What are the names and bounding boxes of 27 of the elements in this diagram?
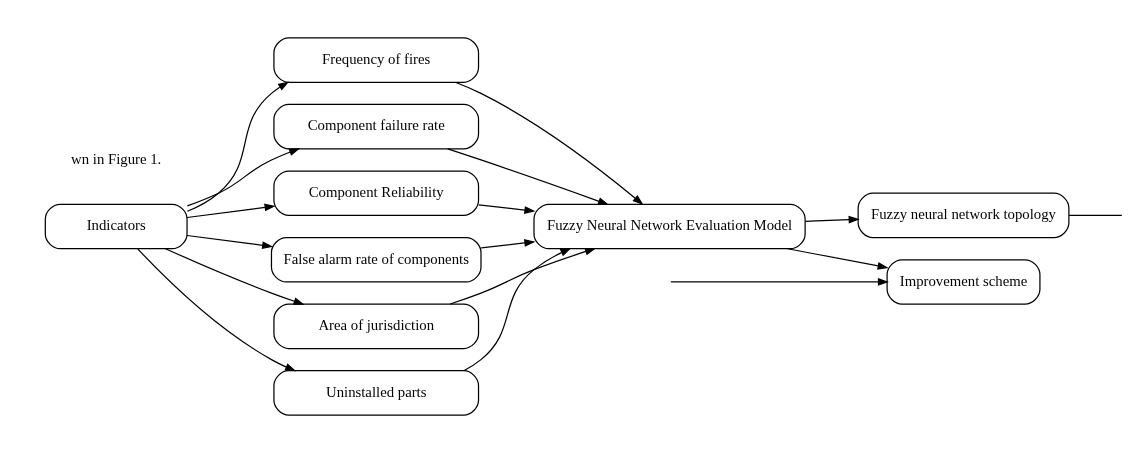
arrow: [670, 278, 889, 286]
connector: [1068, 214, 1123, 217]
arrow: [186, 81, 290, 212]
arrow: [463, 248, 572, 372]
arrow: [480, 239, 536, 249]
arrow: [447, 148, 610, 205]
arrow: [186, 148, 301, 207]
arrow: [455, 81, 644, 206]
arrow: [186, 234, 274, 250]
node-box: Indicators: [44, 203, 188, 250]
node-box: Fuzzy neural network topology: [857, 192, 1070, 239]
node-box: Uninstalled parts: [273, 370, 480, 416]
node-box: Frequency of fires: [273, 37, 480, 83]
node-box: False alarm rate of components: [270, 236, 482, 283]
node-box: Area of jurisdiction: [273, 303, 480, 350]
node-box: Component Reliability: [273, 170, 480, 217]
arrow: [804, 215, 860, 224]
arrow: [164, 248, 305, 305]
arrow: [186, 203, 276, 219]
arrow: [449, 247, 597, 305]
arrow: [478, 204, 536, 214]
arrow: [787, 248, 889, 270]
label: wn in Figure 1.: [71, 150, 162, 167]
node-box: Improvement scheme: [886, 259, 1041, 305]
arrow: [137, 248, 297, 372]
node-box: Component failure rate: [273, 103, 480, 150]
node-box: Fuzzy Neural Network Evaluation Model: [533, 203, 806, 250]
